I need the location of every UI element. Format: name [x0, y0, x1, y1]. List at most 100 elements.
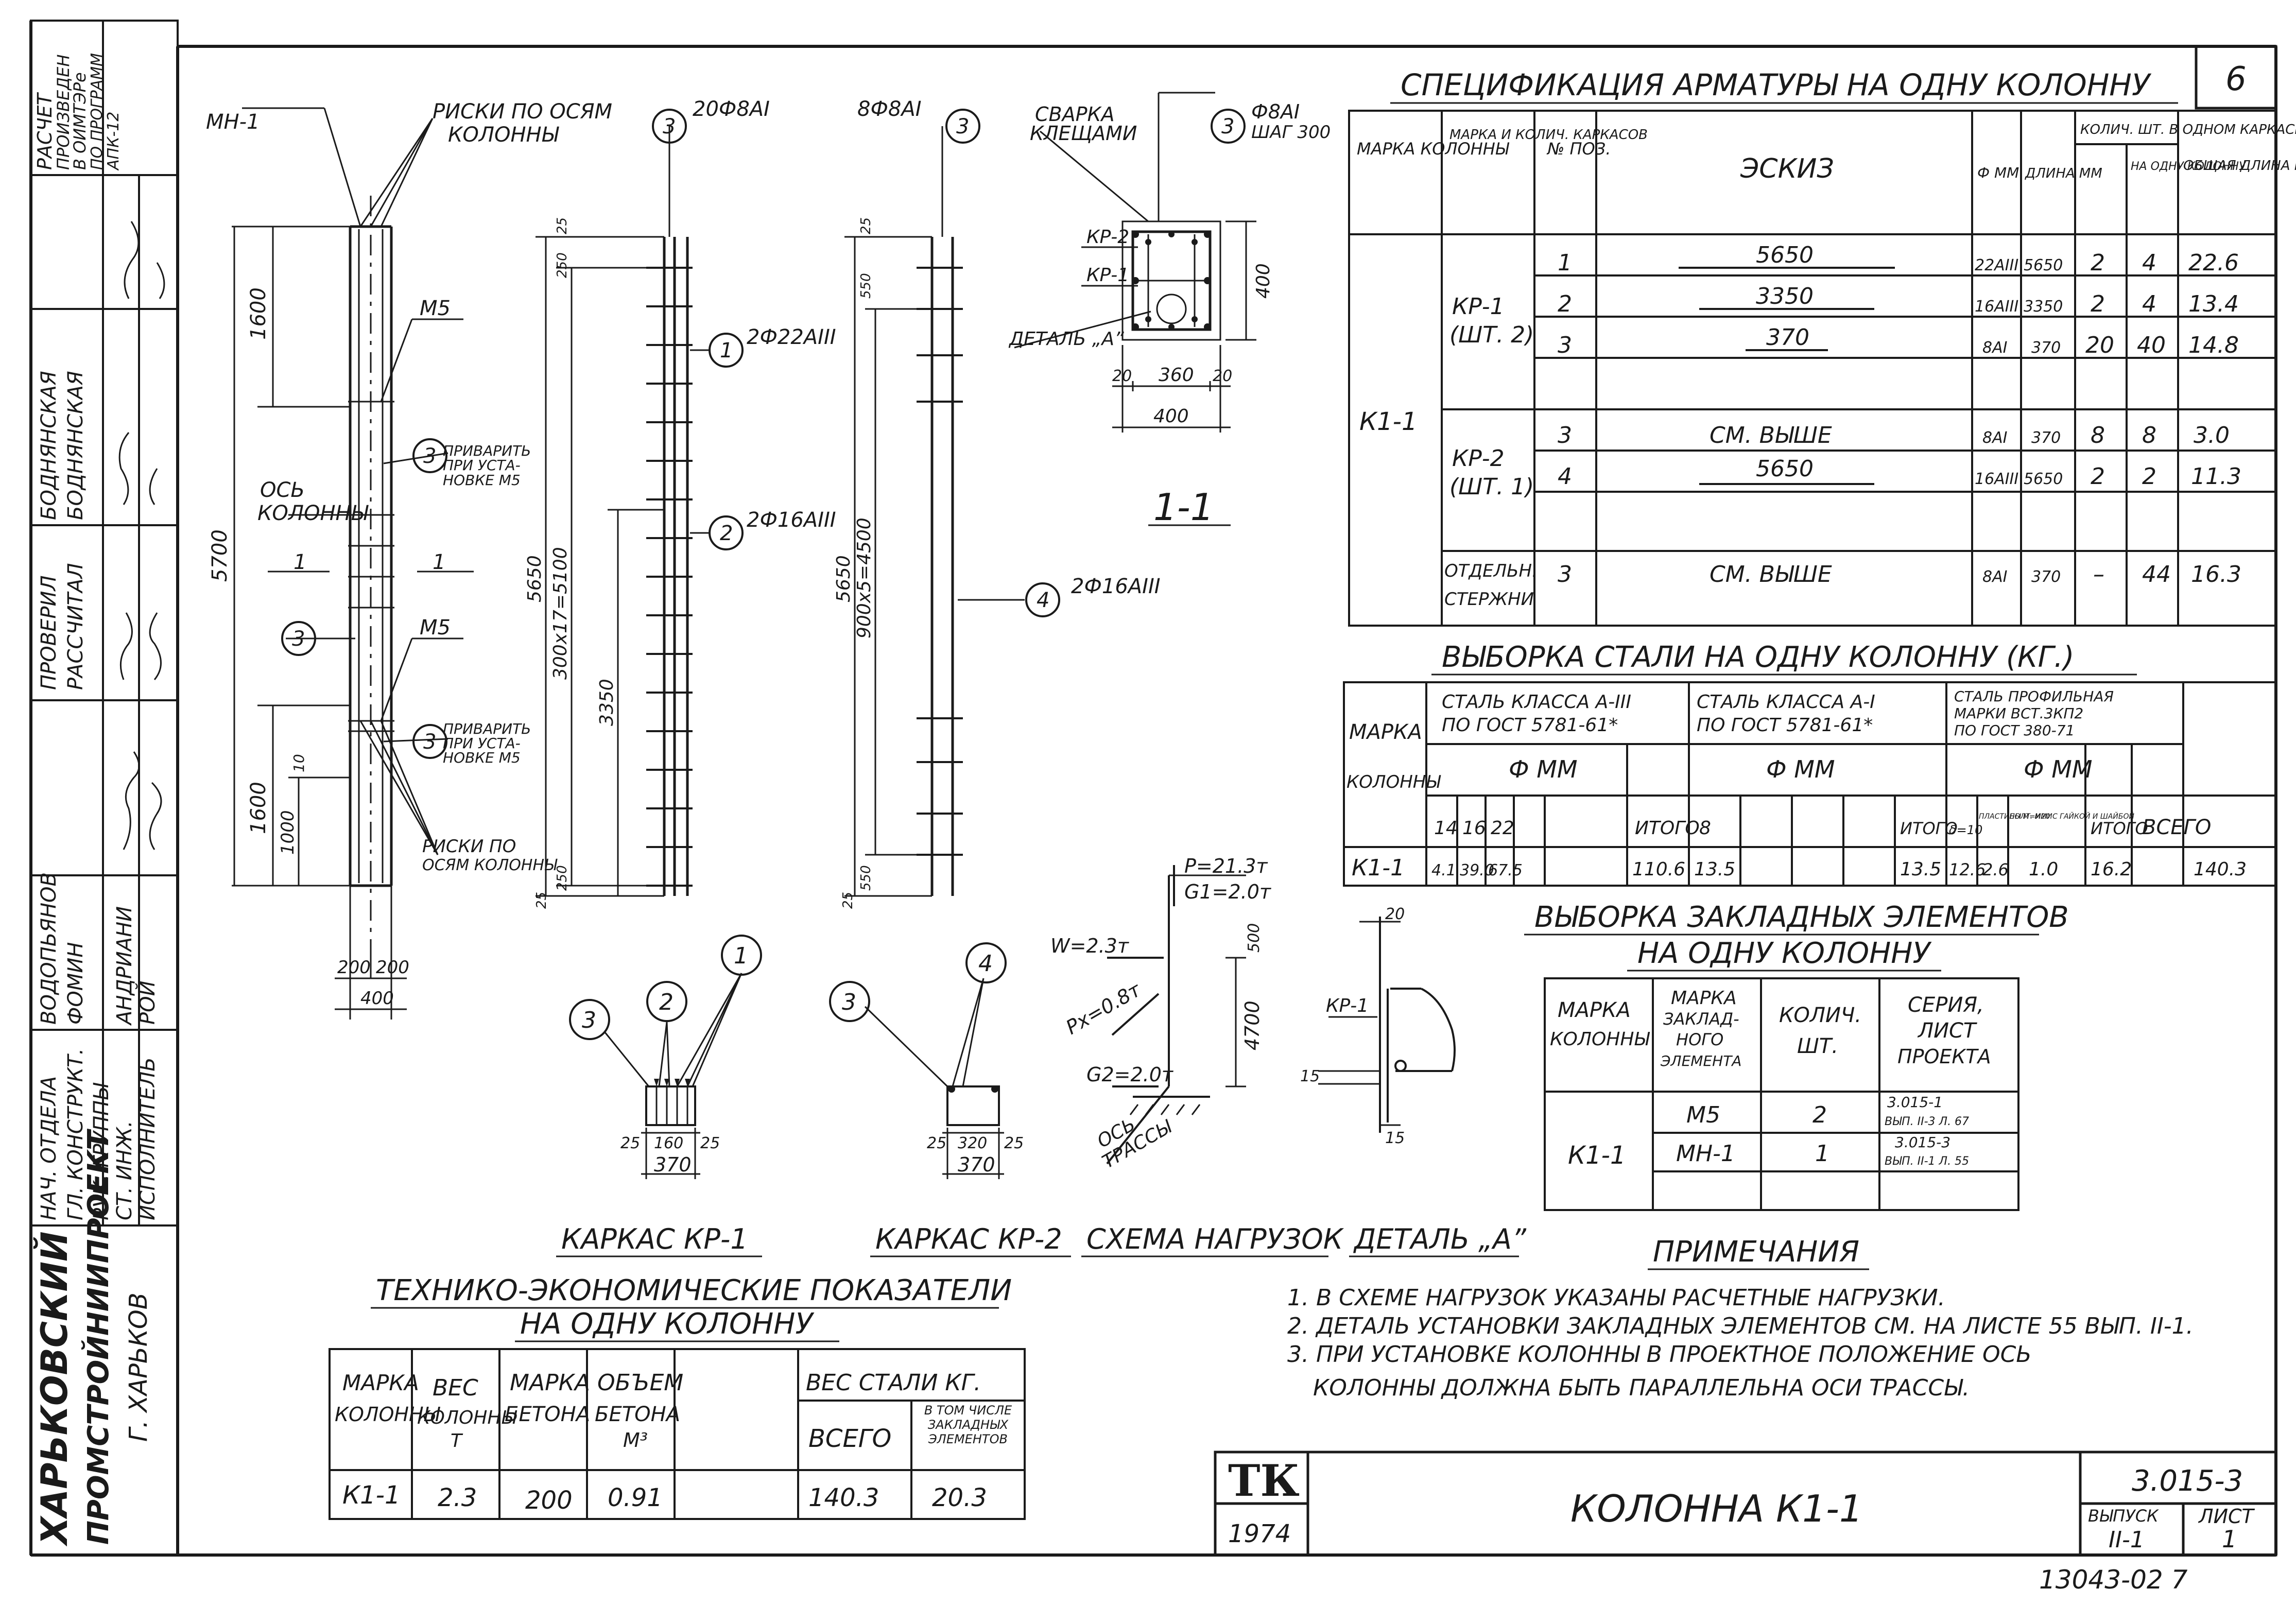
tep-h-weight-3: Т	[451, 1430, 463, 1452]
svg-text:4: 4	[2142, 250, 2156, 276]
role-calculated: РАССЧИТАЛ	[64, 563, 88, 690]
section-detail-label: ДЕТАЛЬ „А”	[1008, 329, 1124, 350]
title-kr1: КАРКАС КР-1	[561, 1223, 748, 1255]
spec-group-kr2-2: (ШТ. 1)	[1449, 474, 1534, 500]
frame-kr2-elevation: 3 8Ф8АI 4 2Ф16АIII 25 550 900х5=4500 565…	[833, 97, 1161, 909]
emb-h-qty-2: ШТ.	[1797, 1034, 1838, 1058]
emb-h-el-4: ЭЛЕМЕНТА	[1660, 1052, 1741, 1069]
steel-prof-delta: δ=10	[1949, 823, 1982, 837]
weld-note-bottom: КЛЕЩАМИ	[1030, 122, 1137, 145]
sheet-number: 6	[2225, 60, 2247, 98]
kr1-detail-callout-3: 3	[582, 1007, 596, 1033]
svg-text:67.5: 67.5	[1488, 861, 1523, 879]
svg-text:В ОИМТЭРе: В ОИМТЭРе	[70, 72, 90, 170]
steel-a3-h2: ПО ГОСТ 5781-61*	[1442, 715, 1618, 736]
title-name: КОЛОННА К1-1	[1570, 1487, 1863, 1530]
svg-text:–: –	[2093, 561, 2104, 588]
svg-text:2: 2	[2142, 463, 2156, 490]
svg-text:40: 40	[2137, 332, 2166, 358]
org-city: Г. ХАРЬКОВ	[124, 1292, 153, 1442]
weld-note-1c: НОВКЕ М5	[443, 472, 521, 489]
steel-row: К1-1 4.1 39.0 67.5 110.6 13.5 13.5 12.6 …	[1352, 855, 2247, 881]
svg-text:8: 8	[2091, 422, 2105, 448]
tep-h-volume-2: БЕТОНА	[595, 1403, 680, 1426]
tep-h-mark-2: КОЛОННЫ	[335, 1403, 441, 1426]
spec-row: 4 5650 16АIII 5650 2 2 11.3	[1558, 456, 2241, 490]
kr2-dim-spacing: 900х5=4500	[854, 517, 875, 638]
load-g1: G1=2.0т	[1184, 880, 1272, 903]
svg-text:ПО ПРОГРАММ: ПО ПРОГРАММ	[88, 53, 106, 170]
step-note-bottom: ШАГ 300	[1251, 122, 1331, 143]
spec-header-qty-frame: КОЛИЧ. ШТ. В ОДНОМ КАРКАСЕ	[2080, 122, 2296, 137]
emb-h-mark-2: КОЛОННЫ	[1550, 1029, 1650, 1050]
steel-itogo-prof: ИТОГО	[2091, 819, 2148, 838]
steel-a1-h2: ПО ГОСТ 5781-61*	[1697, 715, 1873, 736]
svg-text:16.3: 16.3	[2191, 561, 2241, 588]
svg-text:5650: 5650	[2024, 470, 2063, 488]
svg-text:ВЫП. II-1 Л. 55: ВЫП. II-1 Л. 55	[1885, 1155, 1969, 1168]
kr1-detail-callout-1: 1	[734, 943, 748, 969]
spec-sketch-bars	[1679, 267, 1895, 485]
spec-row: 2 3350 16АIII 3350 2 4 13.4	[1558, 283, 2239, 317]
svg-text:4: 4	[1558, 463, 1572, 490]
org-name: ХАРЬКОВСКИЙ	[33, 1231, 76, 1547]
m5-top-label: М5	[420, 297, 451, 320]
svg-text:1: 1	[1558, 250, 1572, 276]
steel-phi-a3: Ф ММ	[1509, 755, 1578, 783]
name-roy: РОЙ	[135, 980, 160, 1025]
svg-text:2: 2	[1558, 291, 1572, 317]
svg-text:200: 200	[525, 1486, 573, 1515]
load-dim-500: 500	[1245, 923, 1263, 953]
weld-note-1b: ПРИ УСТА-	[443, 457, 521, 474]
tep-h-steel: ВЕС СТАЛИ КГ.	[806, 1370, 981, 1396]
title-year: 1974	[1228, 1519, 1291, 1548]
detail-dim-15-left: 15	[1300, 1067, 1320, 1085]
name-bodnyanskaya-2: БОДНЯНСКАЯ	[64, 371, 88, 520]
title-issue: II-1	[2109, 1527, 2145, 1553]
mn1-label: МН-1	[206, 110, 260, 134]
emb-h-qty-1: КОЛИЧ.	[1779, 1004, 1861, 1027]
kr2-top-label: 8Ф8АI	[857, 97, 922, 121]
tk-logo: ТК	[1228, 1455, 1300, 1506]
kr2-dim-550-bottom: 550	[858, 865, 874, 891]
frame-detail-kr1: 3 2 1 25 160 25 370	[569, 935, 762, 1179]
svg-text:СМ. ВЫШЕ: СМ. ВЫШЕ	[1710, 422, 1832, 448]
spec-row: 3 СМ. ВЫШЕ 8АI 370 – 44 16.3	[1558, 561, 2241, 588]
tep-h-embedded: В ТОМ ЧИСЛЕ ЗАКЛАДНЫХ ЭЛЕМЕНТОВ	[924, 1403, 1012, 1446]
weld-note-2c: НОВКЕ М5	[443, 749, 521, 766]
spec-section: СПЕЦИФИКАЦИЯ АРМАТУРЫ НА ОДНУ КОЛОННУ	[1348, 67, 2296, 627]
svg-text:20.3: 20.3	[932, 1483, 987, 1512]
emb-h-el-3: НОГО	[1676, 1030, 1723, 1049]
kr1-callout-1: 1	[720, 339, 733, 362]
section-dim-20-left: 20	[1112, 367, 1132, 385]
section-1-1: 3 СВАРКА КЛЕЩАМИ Ф8АI ШАГ 300 КР-2 КР-1 …	[1008, 92, 1331, 529]
spec-header-qty-col: НА ОДНУ КОЛОННУ	[2131, 160, 2247, 173]
svg-text:370: 370	[2031, 568, 2061, 586]
tep-h-volume-3: М³	[623, 1429, 648, 1452]
svg-text:110.6: 110.6	[1632, 859, 1685, 880]
role-group-lead: РУК. ГРУППЫ	[90, 1082, 113, 1220]
title-series: 3.015-3	[2132, 1464, 2243, 1498]
svg-text:0.91: 0.91	[608, 1483, 663, 1512]
svg-text:2: 2	[2091, 250, 2105, 276]
signatures	[118, 221, 165, 850]
svg-text:2: 2	[2091, 463, 2105, 490]
inventory-number: 13043-02 7	[2039, 1565, 2188, 1595]
name-bodnyanskaya-1: БОДНЯНСКАЯ	[37, 371, 61, 520]
name-andriani: АНДРИАНИ	[113, 906, 136, 1026]
kr2-callout-4: 4	[1037, 589, 1049, 612]
svg-text:4.1: 4.1	[1431, 861, 1456, 879]
steel-diam-16: 16	[1462, 818, 1486, 839]
kr1-dim-25-bottom: 25	[534, 892, 549, 909]
embedded-title-2: НА ОДНУ КОЛОННУ	[1637, 937, 1932, 970]
svg-text:3: 3	[423, 444, 436, 468]
role-chief-designer: ГЛ. КОНСТРУКТ.	[64, 1048, 88, 1220]
svg-text:К1-1: К1-1	[1352, 855, 1405, 881]
svg-text:16АIII: 16АIII	[1975, 470, 2018, 488]
spec-header-pos: № ПОЗ.	[1546, 139, 1611, 159]
svg-text:44: 44	[2142, 561, 2171, 588]
svg-text:370: 370	[2031, 339, 2061, 357]
spec-table	[1348, 110, 2277, 627]
svg-text:РАСЧЕТ: РАСЧЕТ	[33, 92, 56, 170]
kr1-bar-2: 2Ф16АIII	[747, 508, 836, 532]
